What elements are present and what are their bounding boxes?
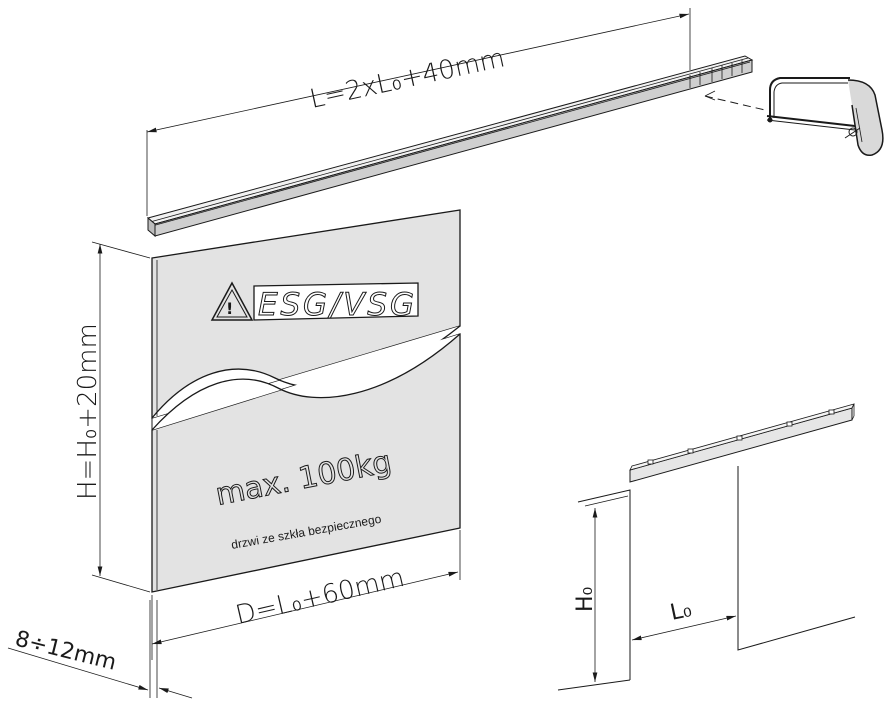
esg-vsg-label: ESG/VSG [258, 287, 414, 323]
svg-text:!: ! [226, 299, 233, 318]
cut-guide-line [704, 95, 766, 111]
door-height-label: H=H₀+20mm [73, 323, 103, 500]
warning-triangle-icon [210, 281, 254, 321]
door-height-dimension: H=H₀+20mm [73, 241, 151, 593]
opening-height-dimension: H₀ [573, 495, 629, 682]
cut-guide-arrow-icon [704, 90, 716, 101]
opening-width-dimension: L₀ [631, 597, 737, 641]
safety-glass-warning: ! ESG/VSG [210, 281, 419, 324]
opening-width-label: L₀ [668, 597, 694, 626]
wall-opening [557, 403, 856, 691]
glass-thickness-label: 8÷12mm [13, 627, 119, 676]
rail-length-label: L=2xL₀+40mm [307, 43, 507, 115]
hacksaw-icon [766, 77, 884, 157]
rail-length-dimension: L=2xL₀+40mm [146, 8, 691, 216]
door-width-label: D=L₀+60mm [233, 563, 408, 631]
glass-thickness-dimension: 8÷12mm [7, 600, 193, 699]
opening-height-label: H₀ [573, 586, 598, 612]
